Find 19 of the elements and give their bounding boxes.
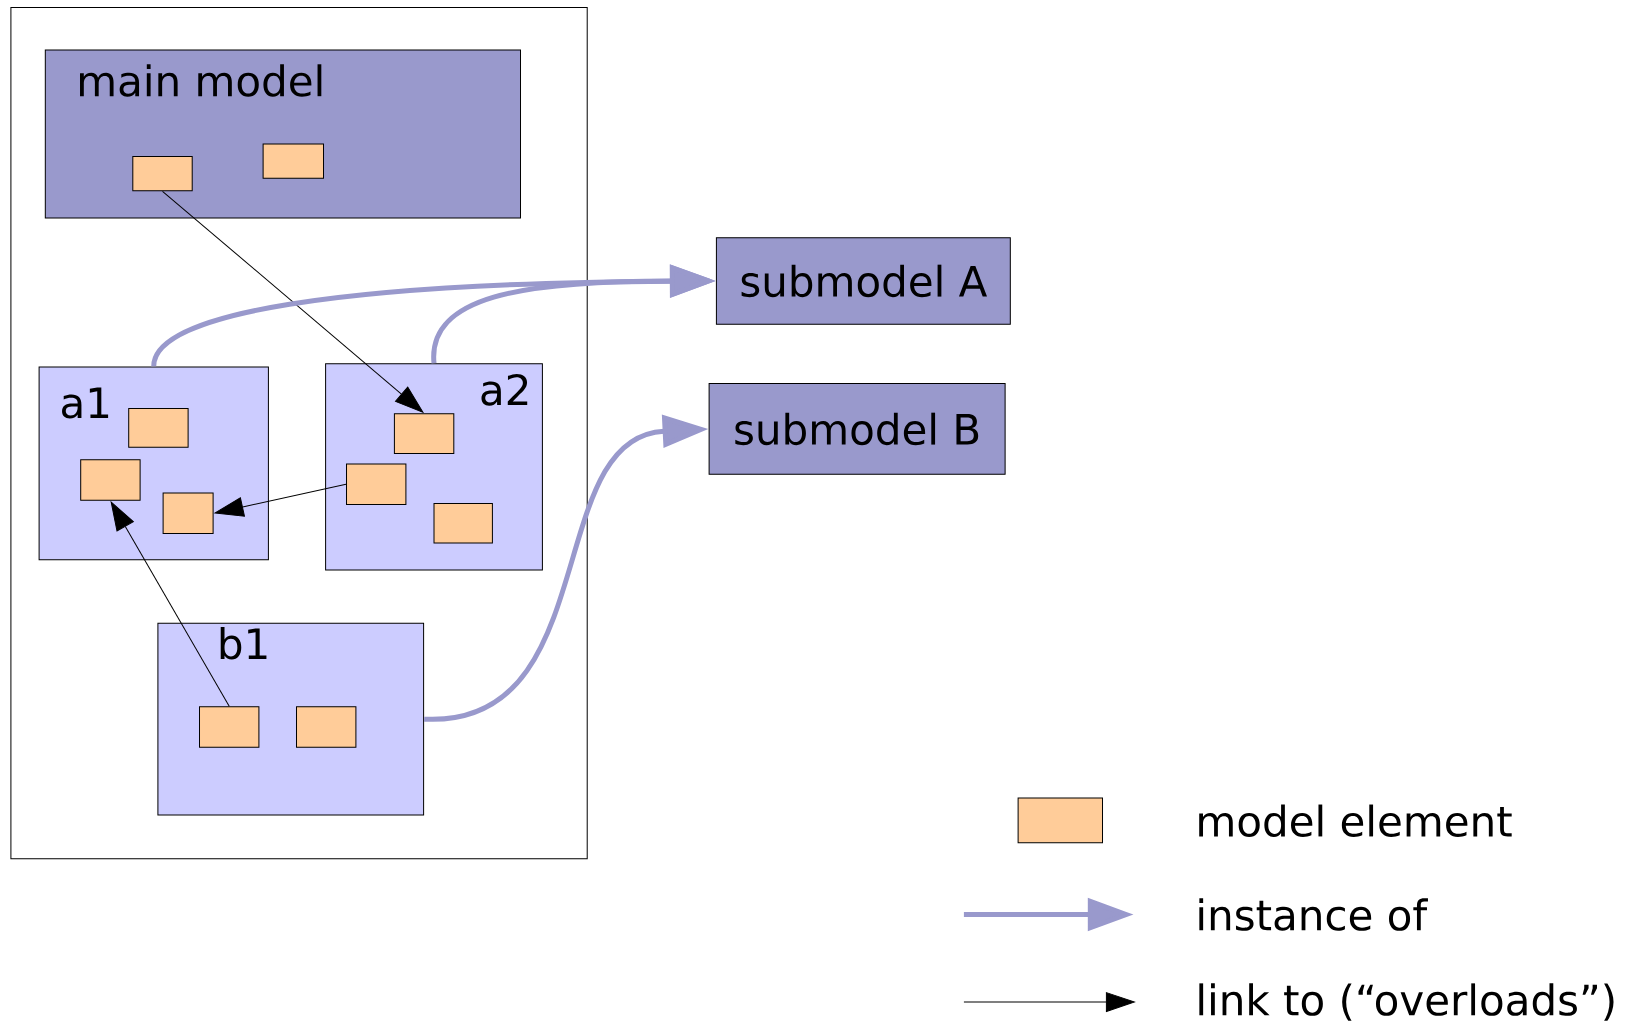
instance-box: b1 <box>157 622 425 816</box>
element-box <box>128 408 189 448</box>
element-box <box>80 459 141 501</box>
model-box: main model <box>44 49 521 219</box>
model-box: submodel A <box>715 237 1011 325</box>
legend-label: link to (“overloads”) <box>1199 983 1614 1021</box>
model-box: submodel B <box>708 383 1006 475</box>
arrow <box>162 190 424 413</box>
element-box <box>132 155 193 192</box>
element-box <box>393 413 455 454</box>
element-box <box>162 492 214 535</box>
element-box <box>346 463 407 505</box>
element-box <box>433 503 493 544</box>
legend-label: model element <box>1199 804 1512 838</box>
arrow <box>110 501 230 707</box>
legend-label: instance of <box>1199 898 1428 931</box>
element-box <box>199 706 260 748</box>
element-box <box>296 706 357 748</box>
element-box <box>262 143 324 179</box>
